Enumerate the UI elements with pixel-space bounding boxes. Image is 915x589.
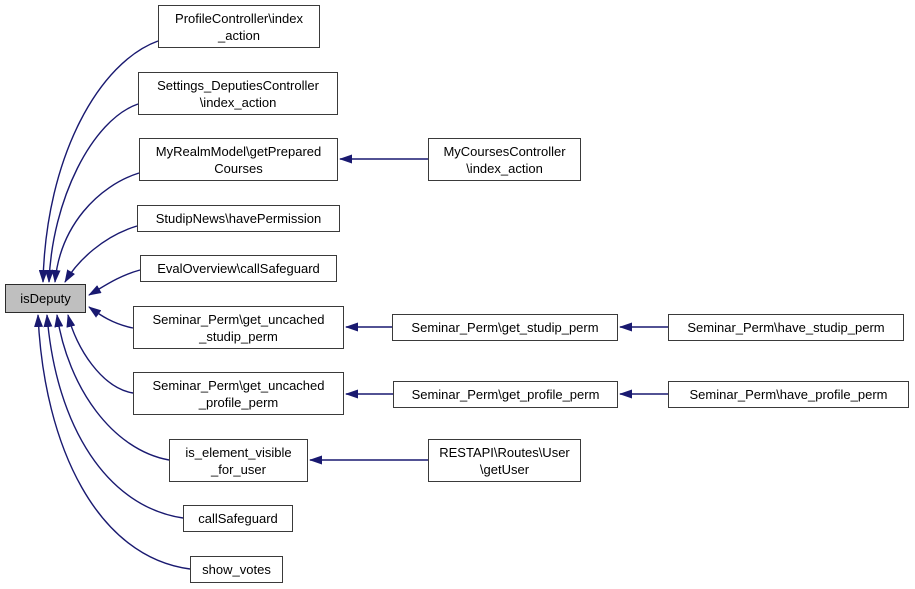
graph-node-label-line: MyCoursesController xyxy=(443,143,566,159)
graph-node-label-line: StudipNews\havePermission xyxy=(155,211,322,226)
graph-node-label-line: Seminar_Perm\get_profile_perm xyxy=(411,387,600,402)
graph-node-get_studip_perm[interactable]: Seminar_Perm\get_studip_perm xyxy=(392,314,618,341)
graph-node-studipnews_haveperm[interactable]: StudipNews\havePermission xyxy=(137,205,340,232)
graph-node-label-line: RESTAPI\Routes\User xyxy=(439,444,570,460)
call-edge-is_element_visible-to-isdeputy xyxy=(54,314,170,461)
graph-node-get_uncached_profile[interactable]: Seminar_Perm\get_uncached_profile_perm xyxy=(133,372,344,415)
graph-node-label-line: Settings_DeputiesController xyxy=(157,77,319,93)
graph-node-callsafeguard[interactable]: callSafeguard xyxy=(183,505,293,532)
graph-node-label-line: Seminar_Perm\have_profile_perm xyxy=(689,387,888,402)
graph-node-label-line: Seminar_Perm\get_uncached xyxy=(152,311,325,327)
graph-node-label-line: \getUser xyxy=(479,461,530,477)
graph-node-show_votes[interactable]: show_votes xyxy=(190,556,283,583)
graph-node-label-line: Seminar_Perm\get_uncached xyxy=(152,377,325,393)
call-edge-evaloverview_callsafeguard-to-isdeputy xyxy=(88,269,141,296)
graph-node-mycourses_index[interactable]: MyCoursesController\index_action xyxy=(428,138,581,181)
graph-node-evaloverview_callsafeguard[interactable]: EvalOverview\callSafeguard xyxy=(140,255,337,282)
graph-node-label-line: _profile_perm xyxy=(198,394,279,410)
graph-node-label-line: Seminar_Perm\have_studip_perm xyxy=(687,320,885,335)
call-edge-settings_deputies-to-isdeputy xyxy=(44,103,139,283)
graph-node-label-line: \index_action xyxy=(199,94,277,110)
graph-node-label-line: callSafeguard xyxy=(198,511,278,526)
call-edge-myrealm_getprepared-to-isdeputy xyxy=(51,172,140,283)
graph-node-label-line: _for_user xyxy=(211,461,266,477)
graph-node-label-line: Courses xyxy=(214,160,263,176)
call-edge-profile_index-to-isdeputy xyxy=(38,40,159,283)
graph-node-get_profile_perm[interactable]: Seminar_Perm\get_profile_perm xyxy=(393,381,618,408)
graph-node-label-line: isDeputy xyxy=(20,291,71,306)
graph-node-have_studip_perm[interactable]: Seminar_Perm\have_studip_perm xyxy=(668,314,904,341)
graph-node-settings_deputies[interactable]: Settings_DeputiesController\index_action xyxy=(138,72,338,115)
graph-node-label-line: MyRealmModel\getPrepared xyxy=(155,143,322,159)
graph-node-label-line: _studip_perm xyxy=(199,328,278,344)
graph-node-label-line: is_element_visible xyxy=(185,444,292,460)
graph-node-label-line: _action xyxy=(218,27,260,43)
graph-node-restapi_getuser[interactable]: RESTAPI\Routes\User\getUser xyxy=(428,439,581,482)
graph-node-isdeputy: isDeputy xyxy=(5,284,86,313)
graph-node-label-line: show_votes xyxy=(202,562,271,577)
call-edge-callsafeguard-to-isdeputy xyxy=(43,314,184,519)
call-edge-get_uncached_profile-to-isdeputy xyxy=(66,314,134,394)
graph-node-profile_index[interactable]: ProfileController\index_action xyxy=(158,5,320,48)
call-edge-show_votes-to-isdeputy xyxy=(34,314,191,570)
graph-node-is_element_visible[interactable]: is_element_visible_for_user xyxy=(169,439,308,482)
graph-node-label-line: EvalOverview\callSafeguard xyxy=(157,261,320,276)
call-edge-get_uncached_studip-to-isdeputy xyxy=(88,306,134,329)
graph-node-label-line: Seminar_Perm\get_studip_perm xyxy=(411,320,599,335)
call-edge-studipnews_haveperm-to-isdeputy xyxy=(64,225,138,283)
graph-node-label-line: \index_action xyxy=(466,160,543,176)
graph-node-get_uncached_studip[interactable]: Seminar_Perm\get_uncached_studip_perm xyxy=(133,306,344,349)
graph-node-have_profile_perm[interactable]: Seminar_Perm\have_profile_perm xyxy=(668,381,909,408)
graph-node-label-line: ProfileController\index xyxy=(175,10,303,26)
